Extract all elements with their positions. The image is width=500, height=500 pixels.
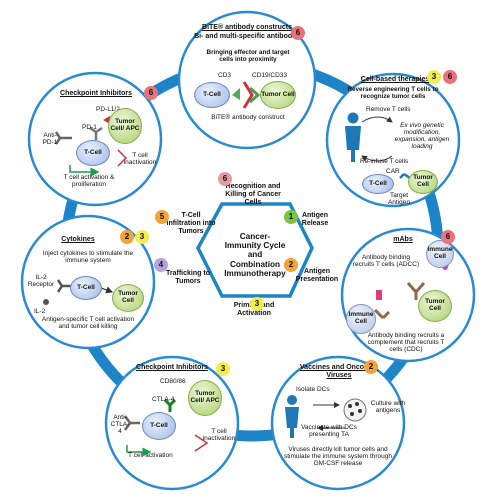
checkpoint-bottom-title: Checkpoint Inhibitors	[136, 364, 208, 371]
il2-icon	[43, 299, 49, 305]
step-5-badge: 5	[155, 210, 169, 224]
cellbased-badge-3: 3	[427, 70, 441, 84]
vaccines-isolate: Isolate DCs	[296, 386, 330, 393]
checkpoint-bottom-anti-ctla4: Anti-CTLA-4	[110, 414, 130, 436]
checkpoint-bottom-badge-3: 3	[216, 362, 230, 376]
cellbased-badge-6: 6	[443, 70, 457, 84]
step-2-label: Antigen Presentation	[295, 268, 339, 283]
reinfuse-arrow	[361, 155, 393, 162]
cytokines-il2: IL-2	[34, 308, 46, 315]
cellbased-car: CAR	[386, 168, 400, 175]
cytokines-t-cell: T-Cell	[70, 276, 102, 300]
remove-arrow	[361, 116, 393, 123]
ctla4-receptor	[163, 398, 177, 412]
cellbased-tumor-cell: Tumor Cell	[408, 170, 438, 194]
checkpoint-top-badge-6: 6	[144, 86, 158, 100]
checkpoint-top-inactivation: T cell inactivation	[123, 152, 157, 167]
step-3-badge: 3	[250, 297, 264, 311]
cellbased-subtitle: Reverse engineering T cells to recognize…	[347, 86, 439, 101]
bite-tumor-cell: Tumor Cell	[260, 81, 296, 109]
complement-icon	[376, 290, 382, 300]
person-icon	[345, 112, 361, 162]
checkpoint-top-title: Checkpoint Inhibitors	[60, 90, 132, 97]
bite-cd19-label: CD19/CD33	[252, 72, 288, 79]
step-2-badge: 2	[284, 258, 298, 272]
step-6-label: Recognition and Killing of Cancer Cells	[225, 183, 281, 206]
mabs-antibody-icon	[373, 282, 426, 320]
step-6-badge: 6	[218, 172, 232, 186]
checkpoint-top-pd1: PD-1	[82, 124, 97, 131]
vaccines-vaccinate: Vaccinate with DCs presenting TA	[301, 424, 357, 439]
step-1-badge: 1	[284, 210, 298, 224]
pd1-receptor	[89, 126, 103, 140]
cellbased-t-cell: T-Cell	[362, 174, 394, 194]
step-4-label: Trafficking to Tumors	[166, 270, 210, 285]
bite-t-cell: T-Cell	[194, 82, 230, 108]
cytokines-il2-receptor: IL-2 Receptor	[27, 274, 55, 289]
cytokines-badge-3: 3	[135, 230, 149, 244]
mabs-badge-6: 6	[441, 230, 455, 244]
panel-vaccines-circle	[270, 355, 406, 491]
checkpoint-bottom-cd80: CD80/86	[160, 378, 186, 385]
cytokines-desc: Inject cytokines to stimulate the immune…	[42, 250, 134, 265]
checkpoint-bottom-t-cell: T-Cell	[142, 412, 176, 440]
cellbased-reinfuse: Re-infuse T cells	[360, 158, 409, 165]
center-title: Cancer-Immunity Cycle and Combination Im…	[224, 232, 286, 278]
cellbased-title: Cell-based therapies	[360, 76, 430, 83]
bite-badge-6: 6	[291, 26, 305, 40]
cytokines-tumor-cell: Tumor Cell	[112, 284, 144, 312]
activation-arrow-bottom	[126, 445, 152, 457]
bite-caption: BiTE® antibody construct	[211, 114, 285, 121]
bite-cd3-label: CD3	[218, 72, 232, 79]
inactivation-arrow-top	[117, 149, 128, 167]
mabs-cdc: Antibody binding recruits a complement t…	[367, 332, 445, 354]
cellbased-exvivo: Ex vivo genetic modification, expansion,…	[394, 122, 450, 151]
checkpoint-top-anti-pd1: Anti-PD-1	[42, 132, 58, 147]
anti-pd1-antibody	[54, 131, 72, 145]
cytokines-caption: Antigen-specific T cell activation and t…	[41, 316, 135, 331]
bite-title: BiTE® antibody constructs	[202, 24, 292, 31]
step-4-badge: 4	[154, 258, 168, 272]
step-1-label: Antigen Release	[301, 212, 329, 227]
mabs-adcc: Antibody binding recruits T cells (ADCC)	[352, 254, 420, 269]
person-icon-vaccine	[285, 395, 299, 438]
bite-antibody-construct	[232, 81, 261, 109]
checkpoint-top-t-cell: T-Cell	[76, 140, 110, 166]
checkpoint-bottom-inactivation: T cell inactivation	[202, 428, 236, 443]
mabs-immune-cell-bottom: Immune Cell	[346, 304, 376, 334]
vaccines-title: Vaccines and Oncolytic Viruses	[299, 364, 379, 379]
checkpoint-bottom-ctla4: CTLA-4	[152, 396, 175, 403]
cellbased-remove: Remove T cells	[366, 106, 411, 113]
checkpoint-top-activation: T cell activation & proliferation	[63, 174, 115, 189]
checkpoint-top-tumor-cell: Tumor Cell/ APC	[108, 108, 142, 144]
cytokines-badge-2: 2	[120, 230, 134, 244]
cellbased-target: Target Antigen	[387, 192, 411, 207]
center-hexagon	[212, 216, 298, 284]
anti-ctla4-antibody	[123, 415, 140, 431]
activation-arrow-top	[69, 165, 100, 177]
checkpoint-top-pdl: PD-L1/2	[96, 106, 120, 113]
mabs-title: mAbs	[393, 236, 413, 243]
mabs-tumor-cell: Tumor Cell	[418, 290, 452, 322]
vaccines-culture: Culture with antigens	[370, 400, 406, 415]
bite-desc: Bringing effector and target cells into …	[206, 49, 290, 64]
inactivation-arrow-bottom	[194, 434, 209, 452]
vaccines-viruses: Viruses directly kill tumor cells and st…	[283, 446, 393, 468]
cytokines-title: Cytokines	[61, 236, 95, 243]
bite-subtitle: Bi- and multi-specific antibodies	[194, 33, 302, 40]
checkpoint-bottom-tumor-cell: Tumor Cell/ APC	[188, 380, 222, 416]
petri-dish-icon	[343, 398, 367, 422]
step-5-label: T-Cell Infiltration into Tumors	[166, 212, 216, 235]
checkpoint-bottom-activation: T cell activation	[128, 452, 173, 459]
vaccines-badge-2: 2	[364, 360, 378, 374]
panel-bite-circle	[177, 10, 317, 150]
mabs-immune-cell-top: Immune Cell	[426, 240, 454, 268]
